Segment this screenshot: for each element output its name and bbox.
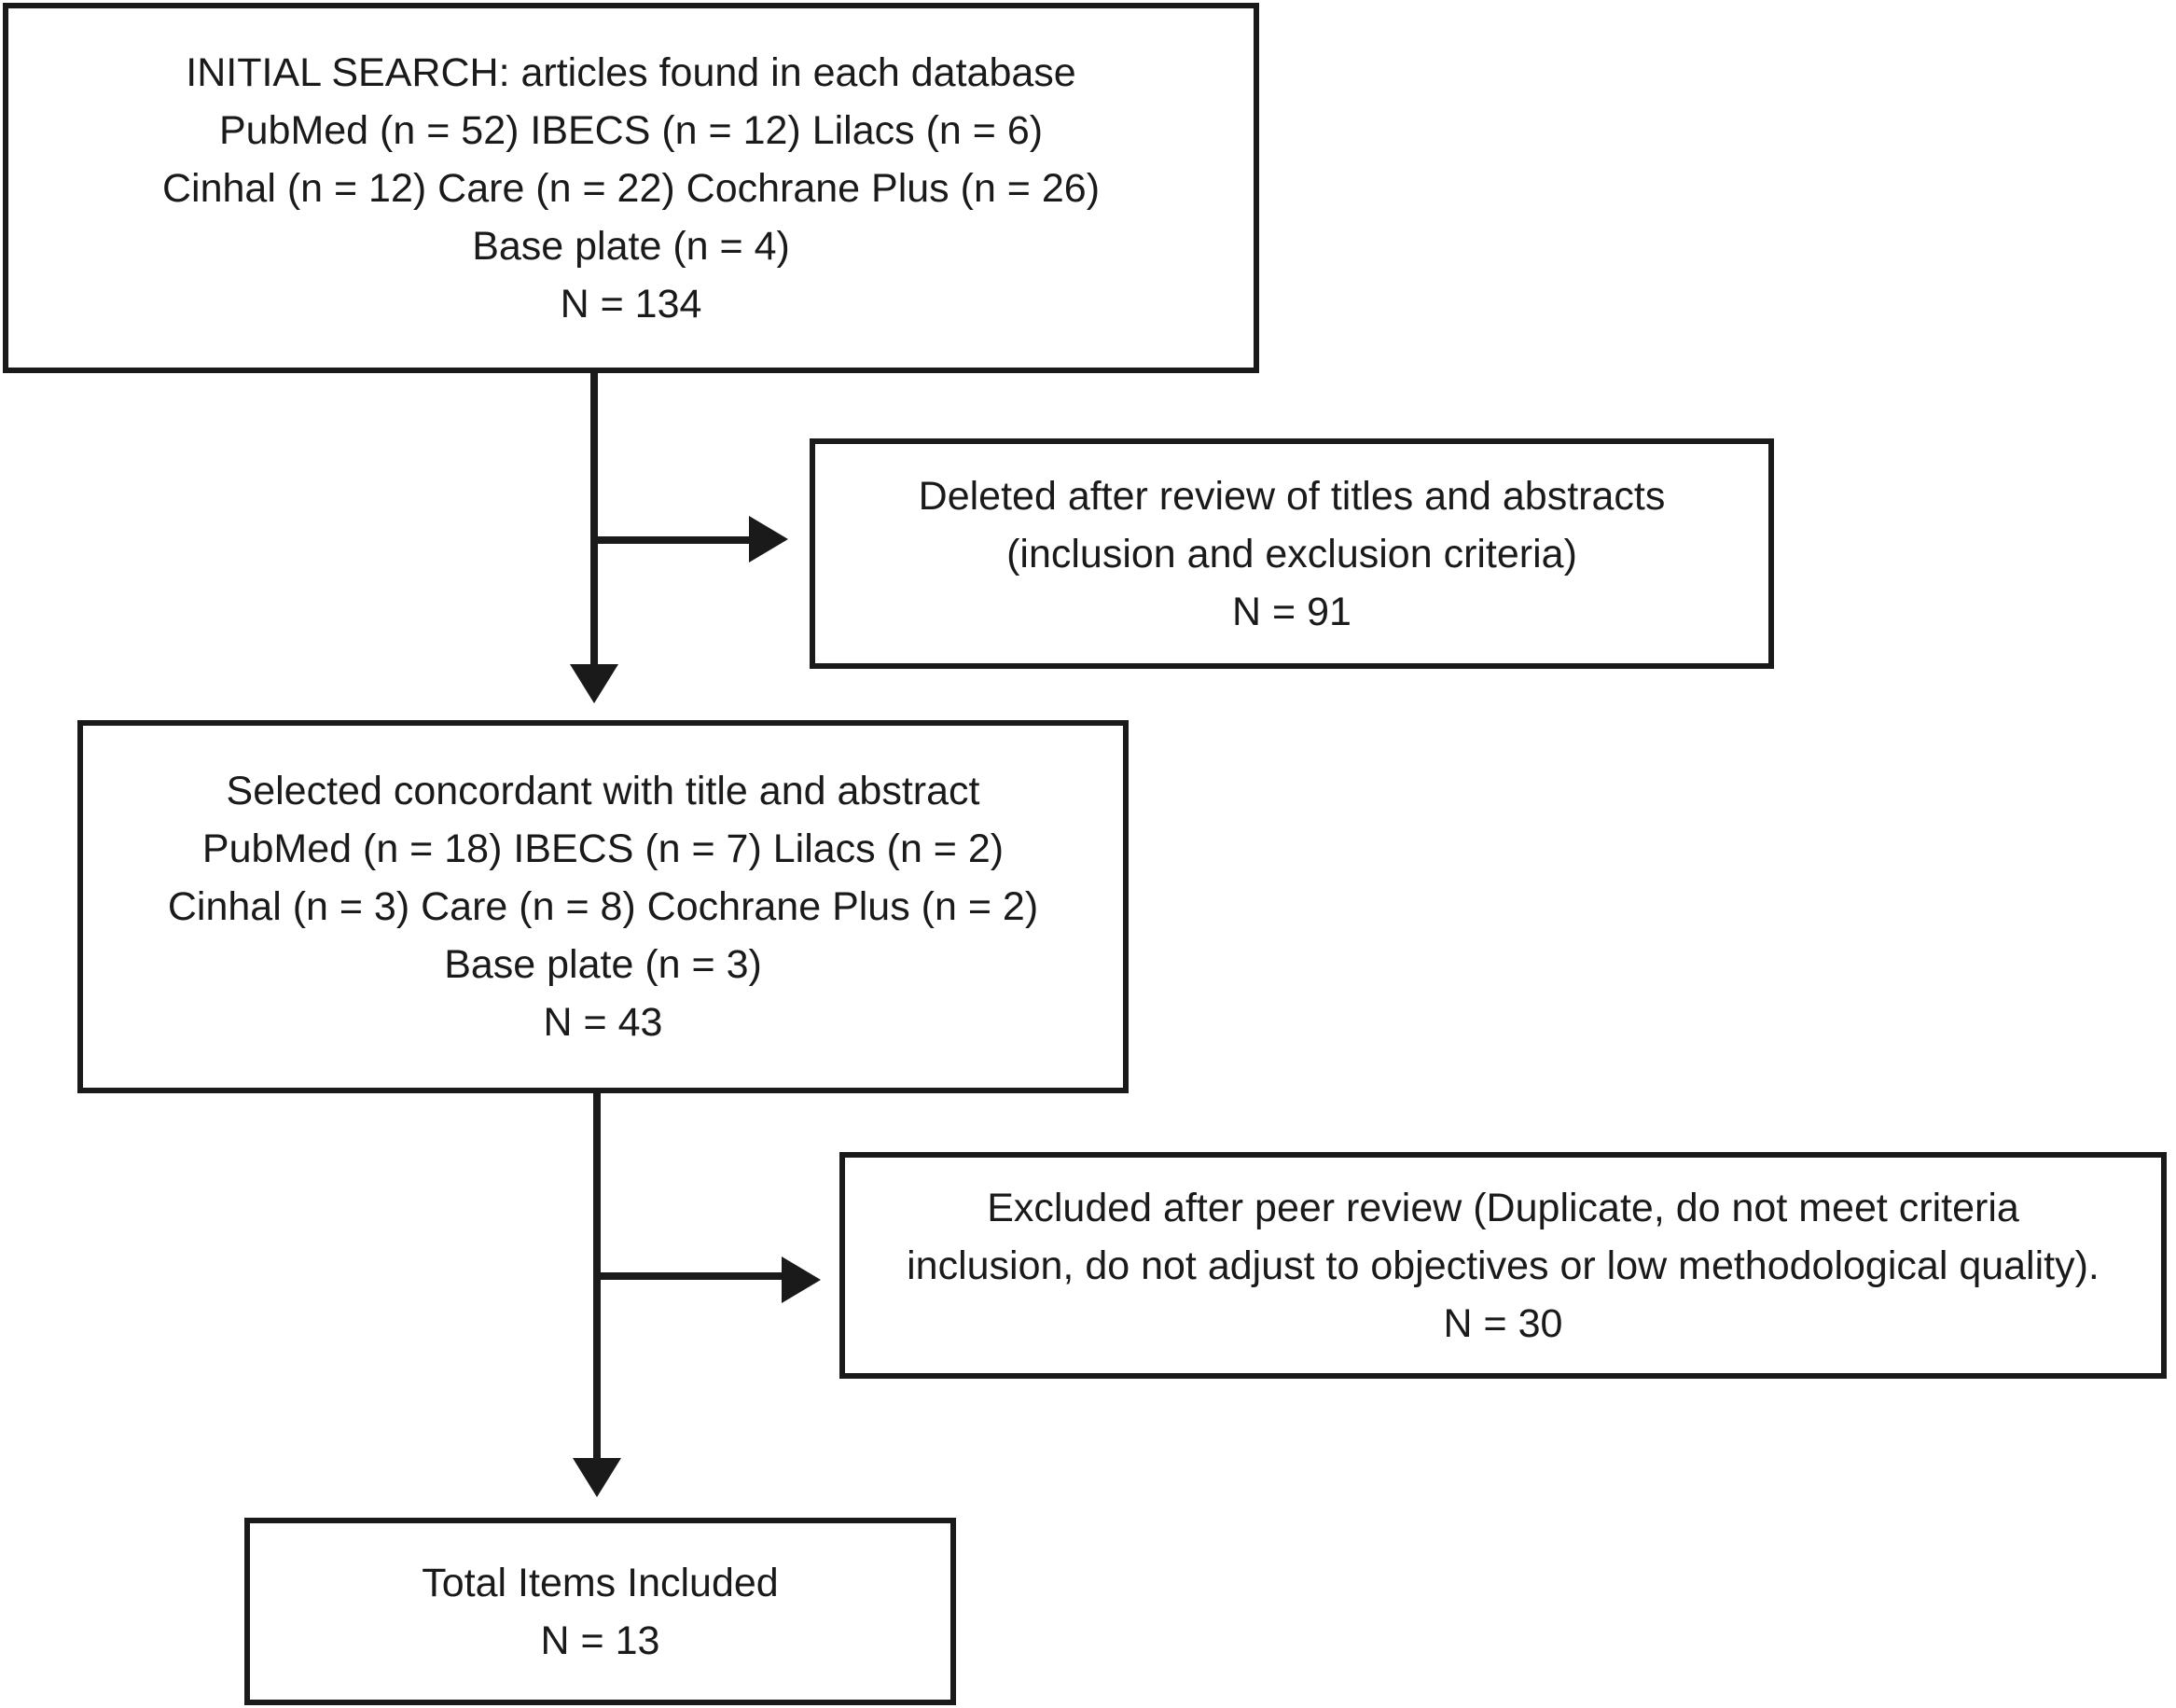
box-line: Base plate (n = 3)	[444, 942, 762, 987]
box-deleted-titles-abstracts: Deleted after review of titles and abstr…	[810, 438, 1774, 669]
box-line: Excluded after peer review (Duplicate, d…	[987, 1185, 2019, 1230]
arrow-down-head-icon	[570, 664, 618, 703]
box-line: (inclusion and exclusion criteria)	[1006, 531, 1577, 576]
box-excluded-peer-review: Excluded after peer review (Duplicate, d…	[839, 1152, 2167, 1379]
box-line: Total Items Included	[422, 1560, 779, 1605]
box-initial-search: INITIAL SEARCH: articles found in each d…	[3, 3, 1259, 373]
box-line: inclusion, do not adjust to objectives o…	[907, 1243, 2100, 1288]
box-line: PubMed (n = 18) IBECS (n = 7) Lilacs (n …	[201, 826, 1005, 871]
box-line: N = 30	[1443, 1300, 1563, 1346]
box-selected-concordant: Selected concordant with title and abstr…	[77, 720, 1129, 1093]
box-line: Base plate (n = 4)	[472, 223, 790, 269]
arrow-down-head-icon	[573, 1458, 621, 1497]
arrow-branch-to-deleted-stem	[590, 536, 751, 544]
box-line: N = 91	[1232, 589, 1351, 634]
box-line: PubMed (n = 52) IBECS (n = 12) Lilacs (n…	[218, 107, 1044, 153]
arrow-right-head-icon	[749, 516, 788, 562]
arrow-initial-to-selected-stem	[590, 373, 598, 666]
box-line: N = 13	[540, 1618, 660, 1663]
arrow-branch-to-excluded-stem	[593, 1272, 783, 1280]
box-line: Deleted after review of titles and abstr…	[918, 473, 1666, 519]
arrow-right-head-icon	[782, 1257, 821, 1303]
box-line: N = 43	[543, 1000, 663, 1045]
box-line: INITIAL SEARCH: articles found in each d…	[186, 49, 1076, 95]
box-total-included: Total Items Included N = 13	[244, 1518, 956, 1705]
box-line: Selected concordant with title and abstr…	[226, 769, 980, 813]
box-line: Cinhal (n = 12) Care (n = 22) Cochrane P…	[161, 165, 1101, 211]
box-line: N = 134	[560, 281, 702, 326]
box-line: Cinhal (n = 3) Care (n = 8) Cochrane Plu…	[167, 884, 1039, 929]
